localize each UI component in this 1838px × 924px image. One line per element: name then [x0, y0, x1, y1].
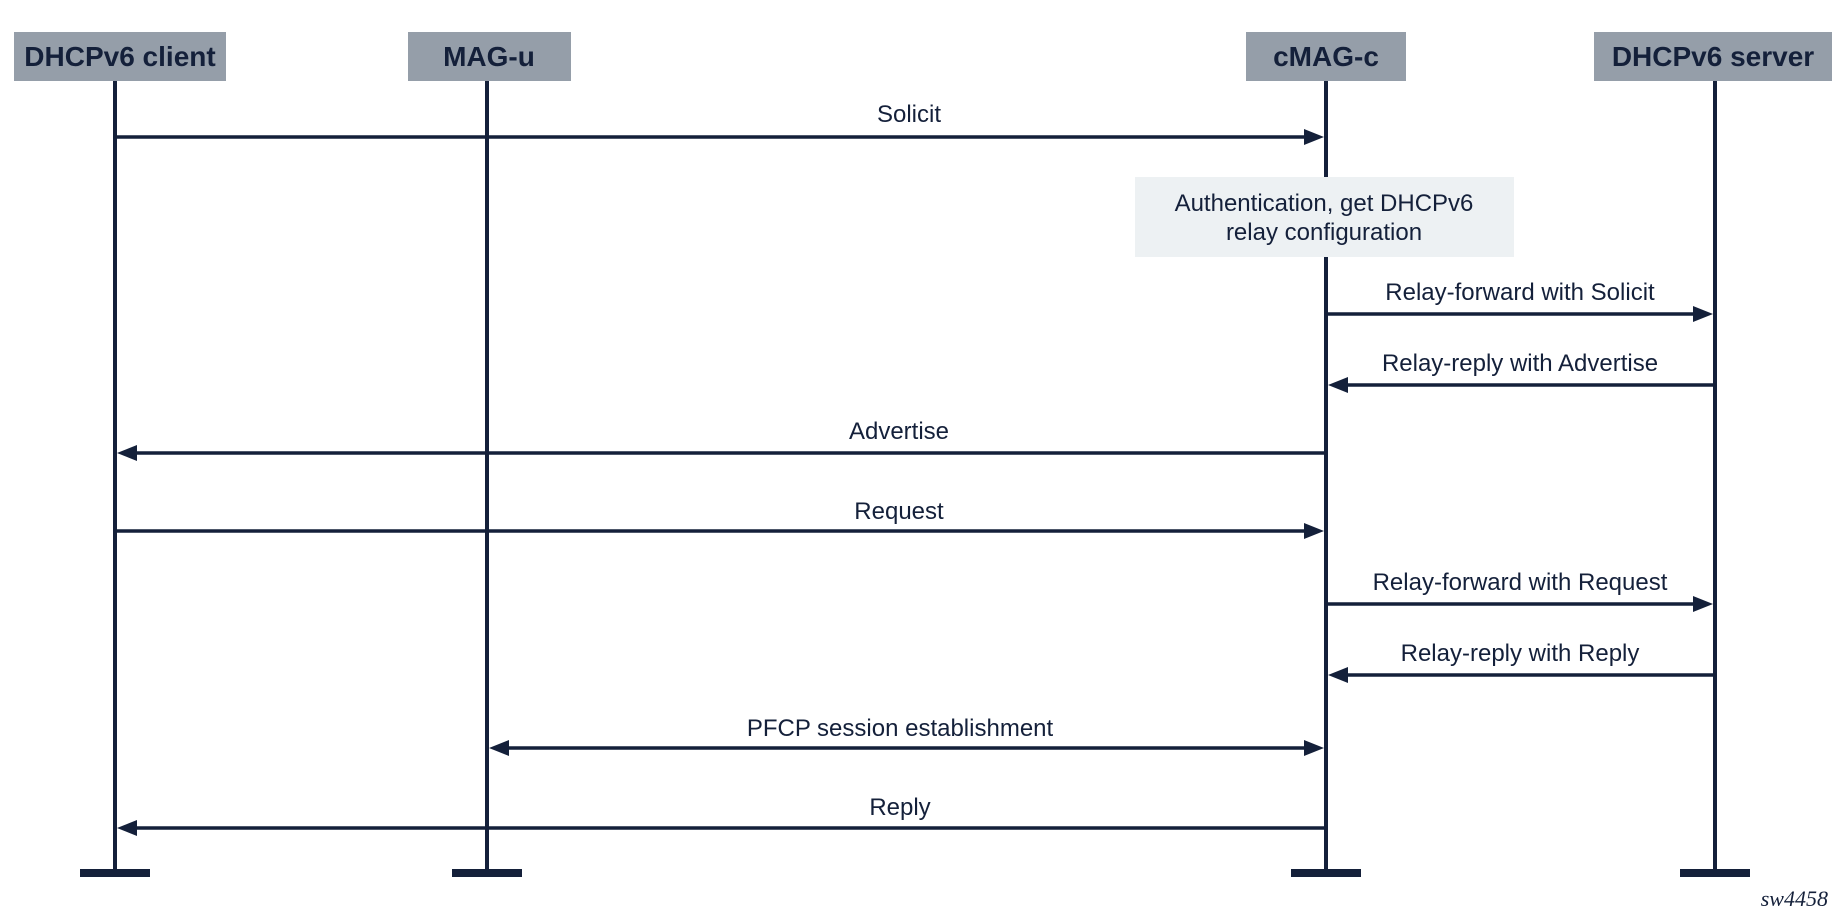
message-pfcp-label: PFCP session establishment [747, 715, 1054, 742]
arrowhead [1304, 523, 1324, 539]
message-solicit: Solicit [115, 101, 1324, 145]
message-advertise: Advertise [117, 418, 1326, 461]
arrowhead [1328, 667, 1348, 683]
message-relay-reply-reply-label: Relay-reply with Reply [1401, 640, 1640, 667]
participant-client: DHCPv6 client [14, 32, 226, 81]
message-reply-label: Reply [869, 794, 930, 821]
message-reply: Reply [117, 794, 1326, 836]
participant-server-label: DHCPv6 server [1612, 41, 1814, 72]
message-relay-forward-request-label: Relay-forward with Request [1373, 569, 1668, 596]
message-relay-forward-solicit-label: Relay-forward with Solicit [1385, 279, 1655, 306]
participant-mag-u-box [408, 32, 571, 81]
participant-cmag-c: cMAG-c [1246, 32, 1406, 81]
participant-client-box [14, 32, 226, 81]
arrowhead [117, 445, 137, 461]
arrowhead [1304, 740, 1324, 756]
arrowhead [489, 740, 509, 756]
participant-server: DHCPv6 server [1594, 32, 1832, 81]
figure-reference: sw4458 [1761, 886, 1828, 911]
message-relay-reply-reply: Relay-reply with Reply [1328, 640, 1715, 683]
arrowhead [117, 820, 137, 836]
message-advertise-label: Advertise [849, 418, 949, 445]
participant-cmag-c-box [1246, 32, 1406, 81]
note-line-2: relay configuration [1226, 219, 1422, 246]
message-solicit-label: Solicit [877, 101, 941, 128]
message-relay-forward-solicit: Relay-forward with Solicit [1326, 279, 1713, 322]
message-request-label: Request [854, 498, 944, 525]
arrowhead [1693, 596, 1713, 612]
message-relay-reply-advertise-label: Relay-reply with Advertise [1382, 350, 1658, 377]
participant-mag-u-label: MAG-u [443, 41, 535, 72]
participant-client-label: DHCPv6 client [24, 41, 215, 72]
message-relay-reply-advertise: Relay-reply with Advertise [1328, 350, 1715, 393]
arrowhead [1304, 129, 1324, 145]
arrowhead [1693, 306, 1713, 322]
participant-cmag-c-label: cMAG-c [1273, 41, 1379, 72]
note-box [1135, 177, 1514, 257]
message-request: Request [115, 498, 1324, 539]
arrowhead [1328, 377, 1348, 393]
note-authentication: Authentication, get DHCPv6 relay configu… [1135, 177, 1514, 257]
message-relay-forward-request: Relay-forward with Request [1326, 569, 1713, 612]
participant-server-box [1594, 32, 1832, 81]
note-line-1: Authentication, get DHCPv6 [1175, 190, 1474, 217]
participant-mag-u: MAG-u [408, 32, 571, 81]
message-pfcp-session-establishment: PFCP session establishment [489, 715, 1324, 756]
